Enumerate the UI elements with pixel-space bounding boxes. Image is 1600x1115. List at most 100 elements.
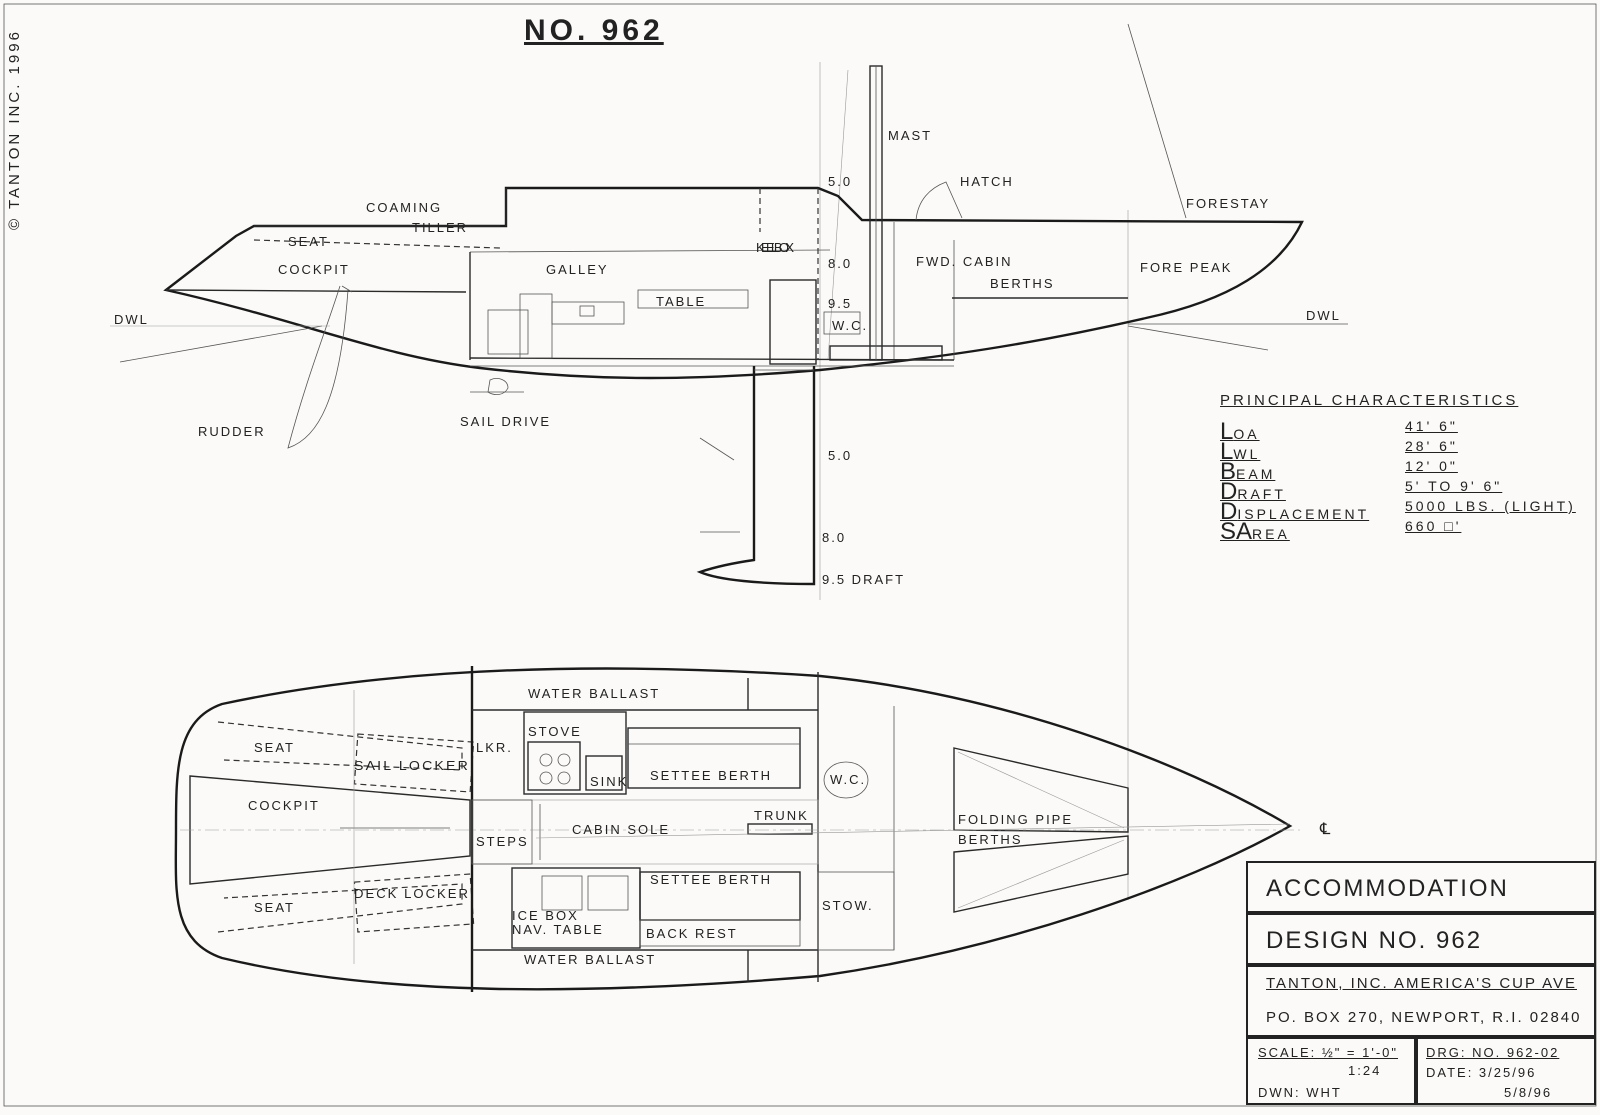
label-folding-pipe: FOLDING PIPE xyxy=(958,812,1073,827)
characteristic-rest: EAM xyxy=(1236,466,1276,482)
sheet-border xyxy=(3,3,1597,1107)
label-cockpit: COCKPIT xyxy=(248,798,320,813)
principal-characteristics-heading: PRINCIPAL CHARACTERISTICS xyxy=(1220,392,1519,409)
label-draft-50: 5.0 xyxy=(828,448,852,463)
stove-block xyxy=(523,711,627,795)
label-settee-berth-top: SETTEE BERTH xyxy=(650,768,772,783)
label-seat-bottom: SEAT xyxy=(254,900,295,915)
characteristic-row: SAREA 660 □' xyxy=(1220,518,1600,545)
label-wc: W.C. xyxy=(830,772,866,787)
characteristic-name: LOA xyxy=(1220,418,1260,446)
label-seat: SEAT xyxy=(288,234,329,249)
characteristic-row: DISPLACEMENT 5000 LBS. (LIGHT) xyxy=(1220,498,1600,525)
characteristic-row: BEAM 12' 0" xyxy=(1220,458,1600,485)
plan-labels: WATER BALLAST WATER BALLAST STOVE LKR. S… xyxy=(248,686,1332,967)
characteristic-name: SAREA xyxy=(1220,518,1290,546)
label-berths: BERTHS xyxy=(990,276,1055,291)
label-water-ballast-bottom: WATER BALLAST xyxy=(524,952,656,967)
profile-view xyxy=(110,23,1348,900)
characteristic-rest: WL xyxy=(1233,446,1261,462)
label-settee-berth-bottom: SETTEE BERTH xyxy=(650,872,772,887)
tb-company: TANTON, INC. AMERICA'S CUP AVE xyxy=(1266,975,1577,992)
characteristic-initial: D xyxy=(1220,498,1238,525)
label-wc: W.C. xyxy=(832,318,868,333)
label-draft-95-top: 9.5 xyxy=(828,296,852,311)
label-stove: STOVE xyxy=(528,724,582,739)
steps-block xyxy=(471,799,533,865)
title-block: ACCOMMODATION DESIGN NO. 962 TANTON, INC… xyxy=(1246,861,1596,1105)
pipe-berth-bottom xyxy=(953,835,1129,913)
label-water-ballast-top: WATER BALLAST xyxy=(528,686,660,701)
tb-drawn: DWN: WHT xyxy=(1258,1085,1342,1100)
characteristic-rest: ISPLACEMENT xyxy=(1237,506,1370,522)
tb-drawing-no: DRG: NO. 962-02 xyxy=(1426,1045,1560,1060)
pipe-berth-top xyxy=(953,747,1129,833)
keel-fin xyxy=(696,366,816,586)
profile-labels: COAMING TILLER SEAT COCKPIT GALLEY TABLE… xyxy=(114,128,1341,587)
label-nav-table: NAV. TABLE xyxy=(512,922,604,937)
tb-date-revised: 5/8/96 xyxy=(1504,1085,1553,1100)
label-fore-peak: FORE PEAK xyxy=(1140,260,1232,275)
label-galley: GALLEY xyxy=(546,262,609,277)
label-draft-80: 8.0 xyxy=(822,530,846,545)
label-coaming: COAMING xyxy=(366,200,442,215)
label-sink: SINK xyxy=(590,774,628,789)
label-lkr: LKR. xyxy=(476,740,513,755)
characteristic-rest: RAFT xyxy=(1237,486,1286,502)
label-hatch: HATCH xyxy=(960,174,1014,189)
tb-date: DATE: 3/25/96 xyxy=(1426,1065,1537,1080)
characteristic-initial: SA xyxy=(1220,518,1253,545)
label-draft-95: 9.5 DRAFT xyxy=(822,572,905,587)
characteristic-value: 12' 0" xyxy=(1405,458,1458,474)
label-dwl-left: DWL xyxy=(114,312,149,327)
label-table: TABLE xyxy=(656,294,706,309)
label-sail-drive: SAIL DRIVE xyxy=(460,414,551,429)
trunk-box xyxy=(747,823,813,835)
plan-view xyxy=(174,666,1300,992)
characteristic-row: LWL 28' 6" xyxy=(1220,438,1600,465)
characteristic-name: DRAFT xyxy=(1220,478,1286,506)
characteristic-initial: L xyxy=(1220,418,1234,445)
characteristic-name: BEAM xyxy=(1220,458,1275,486)
label-draft-50-top: 5.0 xyxy=(828,174,852,189)
label-keel-box: KEEL BOX xyxy=(756,240,796,255)
label-cabin-sole: CABIN SOLE xyxy=(572,822,670,837)
wc-bowl xyxy=(823,761,869,799)
tb-scale-ratio: 1:24 xyxy=(1348,1063,1382,1078)
tb-title: ACCOMMODATION xyxy=(1266,875,1509,902)
label-seat-top: SEAT xyxy=(254,740,295,755)
label-steps: STEPS xyxy=(476,834,529,849)
sink-block xyxy=(585,755,623,791)
characteristic-name: LWL xyxy=(1220,438,1260,466)
tb-scale: SCALE: ½" = 1'-0" xyxy=(1258,1045,1399,1060)
label-ice-box: ICE BOX xyxy=(512,908,579,923)
label-trunk: TRUNK xyxy=(754,808,809,823)
tb-design-cell: DESIGN NO. 962 xyxy=(1246,913,1596,965)
forestay-line xyxy=(1127,23,1187,219)
page-title: NO. 962 xyxy=(524,14,664,47)
label-forestay: FORESTAY xyxy=(1186,196,1270,211)
label-deck-locker: DECK LOCKER xyxy=(354,886,470,901)
cockpit-outline xyxy=(189,775,471,885)
characteristic-row: LOA 41' 6" xyxy=(1220,418,1600,445)
characteristic-value: 41' 6" xyxy=(1405,418,1458,434)
tb-scale-cell: SCALE: ½" = 1'-0" 1:24 DWN: WHT xyxy=(1246,1037,1416,1105)
characteristic-rest: REA xyxy=(1252,526,1290,542)
centerline-symbol: ℄ xyxy=(1319,821,1332,838)
label-dwl-right: DWL xyxy=(1306,308,1341,323)
label-draft-80-top: 8.0 xyxy=(828,256,852,271)
characteristic-rest: OA xyxy=(1233,426,1260,442)
label-sail-locker: SAIL LOCKER xyxy=(354,758,470,773)
hull-profile xyxy=(163,186,1304,380)
characteristic-value: 28' 6" xyxy=(1405,438,1458,454)
tb-title-cell: ACCOMMODATION xyxy=(1246,861,1596,913)
tb-drawing-cell: DRG: NO. 962-02 DATE: 3/25/96 5/8/96 xyxy=(1416,1037,1596,1105)
characteristic-value: 5000 LBS. (LIGHT) xyxy=(1405,498,1576,514)
label-cockpit: COCKPIT xyxy=(278,262,350,277)
tb-address: PO. BOX 270, NEWPORT, R.I. 02840 xyxy=(1266,1009,1582,1026)
characteristic-value: 660 □' xyxy=(1405,518,1462,534)
characteristic-initial: B xyxy=(1220,458,1237,485)
